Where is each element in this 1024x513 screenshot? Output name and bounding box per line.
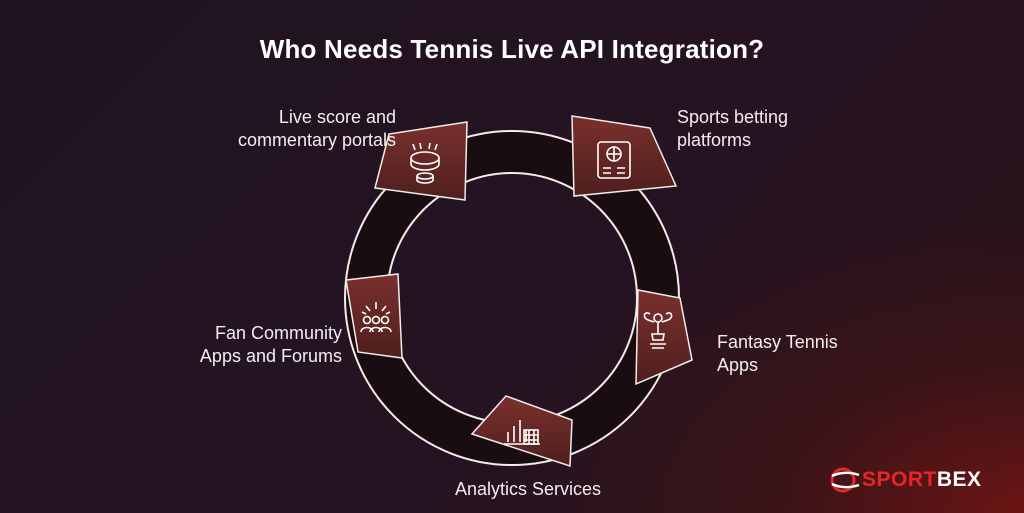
trophy-icon [643,312,673,349]
label-sports-betting: Sports betting platforms [677,107,789,150]
sportbex-logo-icon [830,467,860,493]
label-fantasy-tennis: Fantasy Tennis Apps [717,332,838,375]
node-sports-betting [571,115,678,197]
brand-name-part1: SPORT [862,468,937,491]
node-live-score [374,121,468,201]
node-fantasy-tennis [635,289,693,386]
betting-ticket-icon [597,141,631,179]
brand-name-part2: BEX [936,468,982,491]
bar-chart-icon [504,420,540,445]
node-analytics [470,395,573,468]
node-fan-community [345,273,403,359]
label-fan-community: Fan Community Apps and Forums [199,323,342,366]
label-analytics: Analytics Services [454,479,602,499]
crowd-icon [360,302,392,333]
label-live-score: Live score and commentary portals [237,107,396,150]
stadium-icon [410,142,440,184]
page-title: Who Needs Tennis Live API Integration? [259,34,765,64]
